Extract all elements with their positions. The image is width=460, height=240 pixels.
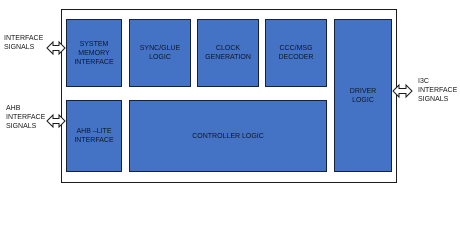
controller-logic-block: CONTROLLER LOGIC xyxy=(129,100,327,172)
ahb-interface-signals-label: AHB INTERFACE SIGNALS xyxy=(6,105,46,130)
signal-arrows xyxy=(46,40,413,129)
ccc-msg-decoder-block: CCC/MSG DECODER xyxy=(265,19,327,87)
driver-logic-block: DRIVER LOGIC xyxy=(334,19,392,172)
sync-glue-logic-block: SYNC/GLUE LOGIC xyxy=(129,19,191,87)
ahb-interface-signals-arrow-icon xyxy=(46,113,66,129)
clock-generation-block: CLOCK GENERATION xyxy=(197,19,259,87)
interface-signals-arrow-icon xyxy=(46,40,66,56)
interface-signals-label: INTERFACE SIGNALS xyxy=(4,35,44,51)
i3c-interface-signals-arrow-icon xyxy=(392,83,413,99)
ahb-lite-interface-block: AHB –LITE INTERFACE xyxy=(66,100,122,172)
i3c-interface-signals-label: I3C INTERFACE SIGNALS xyxy=(418,78,458,103)
system-memory-interface-block: SYSTEM MEMORY INTERFACE xyxy=(66,19,122,87)
